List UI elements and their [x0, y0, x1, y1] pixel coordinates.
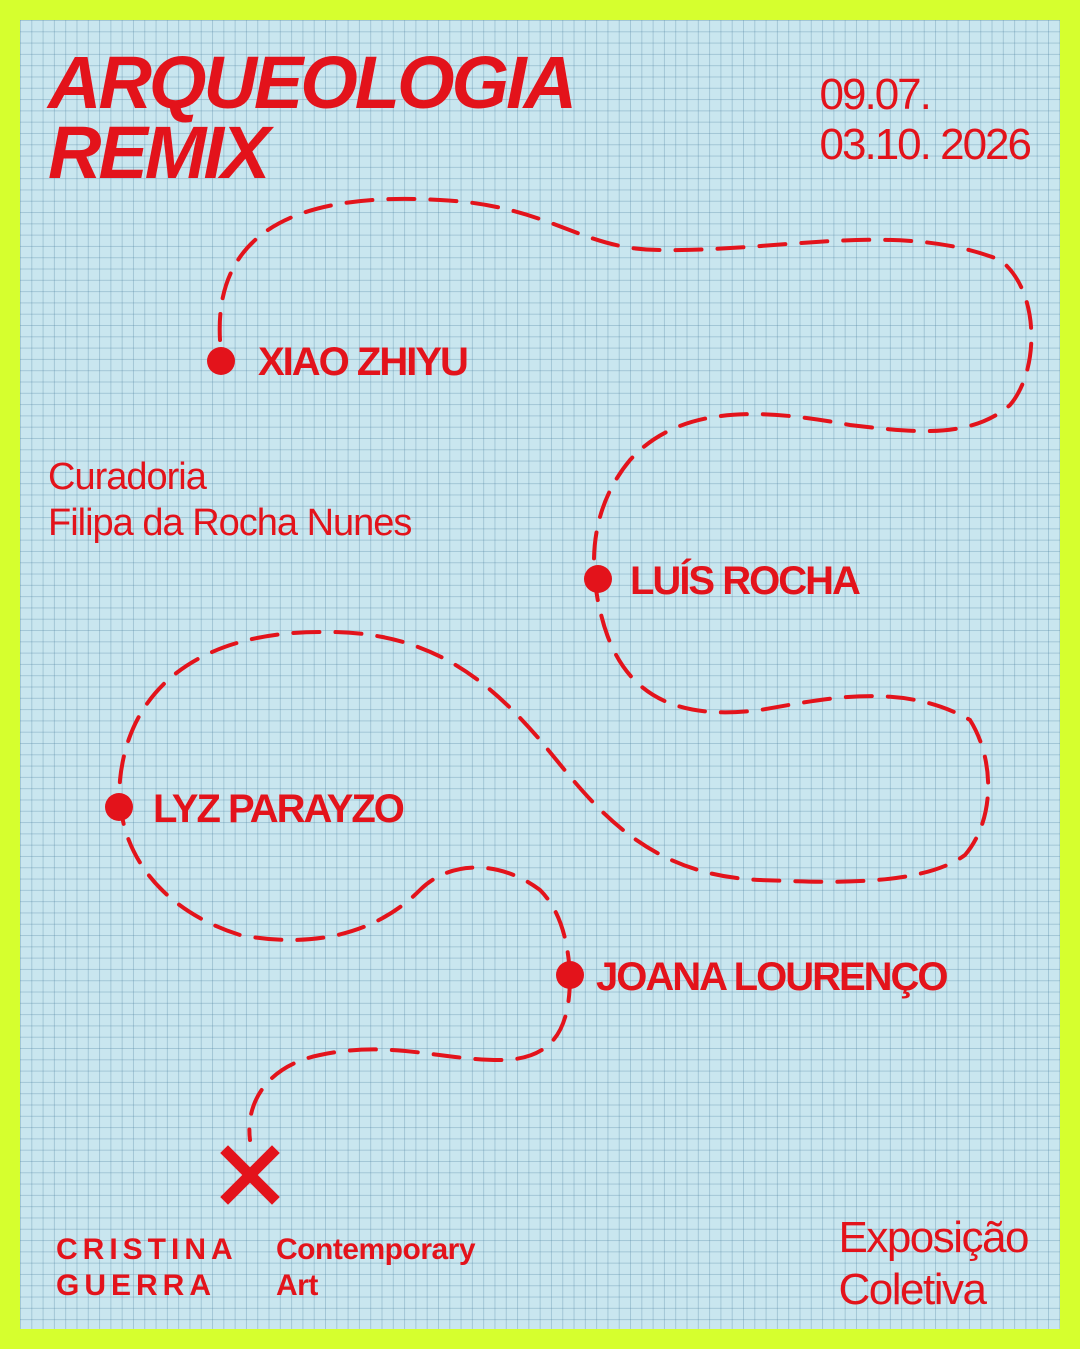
- gallery-name-line-2: GUERRA: [56, 1269, 217, 1302]
- end-date: 03.10. 2026: [819, 120, 1032, 169]
- dot-marker-icon: [105, 793, 133, 821]
- title-line-1: ARQUEOLOGIA: [48, 41, 577, 124]
- artist-name: LUÍS ROCHA: [630, 559, 861, 603]
- poster: ARQUEOLOGIA REMIX 09.07. 03.10. 2026 Cur…: [20, 20, 1060, 1329]
- gallery-subtitle-line-2: Art: [276, 1269, 318, 1302]
- curation-credit: Curadoria Filipa da Rocha Nunes: [48, 454, 412, 546]
- gallery-subtitle: Contemporary Art: [276, 1232, 476, 1304]
- dot-marker-icon: [556, 961, 584, 989]
- curation-label: Curadoria: [48, 456, 207, 498]
- artist-name: JOANA LOURENÇO: [596, 955, 949, 999]
- artist-name: XIAO ZHIYU: [258, 340, 469, 384]
- x-marker-icon: [220, 1145, 280, 1205]
- exhibition-type: Exposição Coletiva: [838, 1212, 1029, 1316]
- gallery-logo: CRISTINA GUERRA: [56, 1232, 238, 1304]
- exhibition-dates: 09.07. 03.10. 2026: [819, 70, 1032, 170]
- exhibition-title: ARQUEOLOGIA REMIX: [48, 41, 577, 194]
- curator-name: Filipa da Rocha Nunes: [48, 502, 412, 544]
- gallery-name-line-1: CRISTINA: [56, 1233, 238, 1266]
- artist-name: LYZ PARAYZO: [153, 787, 405, 831]
- dot-marker-icon: [207, 347, 235, 375]
- exhibition-type-line-1: Exposição: [838, 1213, 1029, 1262]
- title-line-2: REMIX: [48, 111, 270, 194]
- gallery-subtitle-line-1: Contemporary: [276, 1233, 476, 1266]
- exhibition-type-line-2: Coletiva: [838, 1265, 986, 1314]
- dot-marker-icon: [584, 565, 612, 593]
- dashed-route-path: [105, 196, 1034, 1205]
- start-date: 09.07.: [819, 70, 932, 119]
